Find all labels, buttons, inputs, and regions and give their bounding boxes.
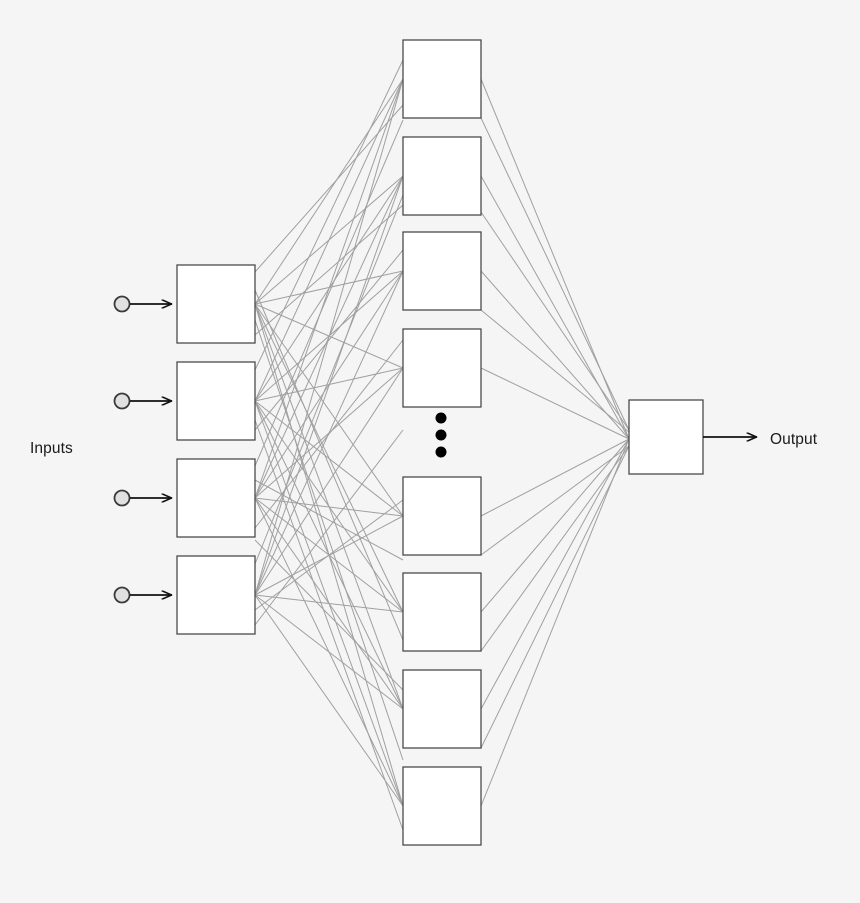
input-node-2[interactable] [113,489,173,507]
input-box-0[interactable] [176,264,256,344]
hidden-box-7[interactable] [402,766,482,846]
input-box-2[interactable] [176,458,256,538]
hidden-box-6[interactable] [402,669,482,749]
input-node-0[interactable] [113,295,173,313]
output-layer [628,399,757,475]
connections-hidden-to-output [480,78,630,807]
vertical-ellipsis-icon [435,412,447,458]
output-box[interactable] [628,399,704,475]
input-node-group [113,295,173,604]
hidden-box-2[interactable] [402,231,482,311]
hidden-box-1[interactable] [402,136,482,216]
output-label: Output [770,431,818,448]
input-node-1[interactable] [113,392,173,410]
input-box-3[interactable] [176,555,256,635]
input-box-1[interactable] [176,361,256,441]
hidden-box-4[interactable] [402,476,482,556]
inputs-label: Inputs [30,440,73,457]
connections-input-to-hidden [254,59,404,831]
hidden-box-3[interactable] [402,328,482,408]
hidden-box-0[interactable] [402,39,482,119]
input-layer [176,264,256,635]
hidden-box-5[interactable] [402,572,482,652]
hidden-layer [402,39,482,846]
input-node-3[interactable] [113,586,173,604]
